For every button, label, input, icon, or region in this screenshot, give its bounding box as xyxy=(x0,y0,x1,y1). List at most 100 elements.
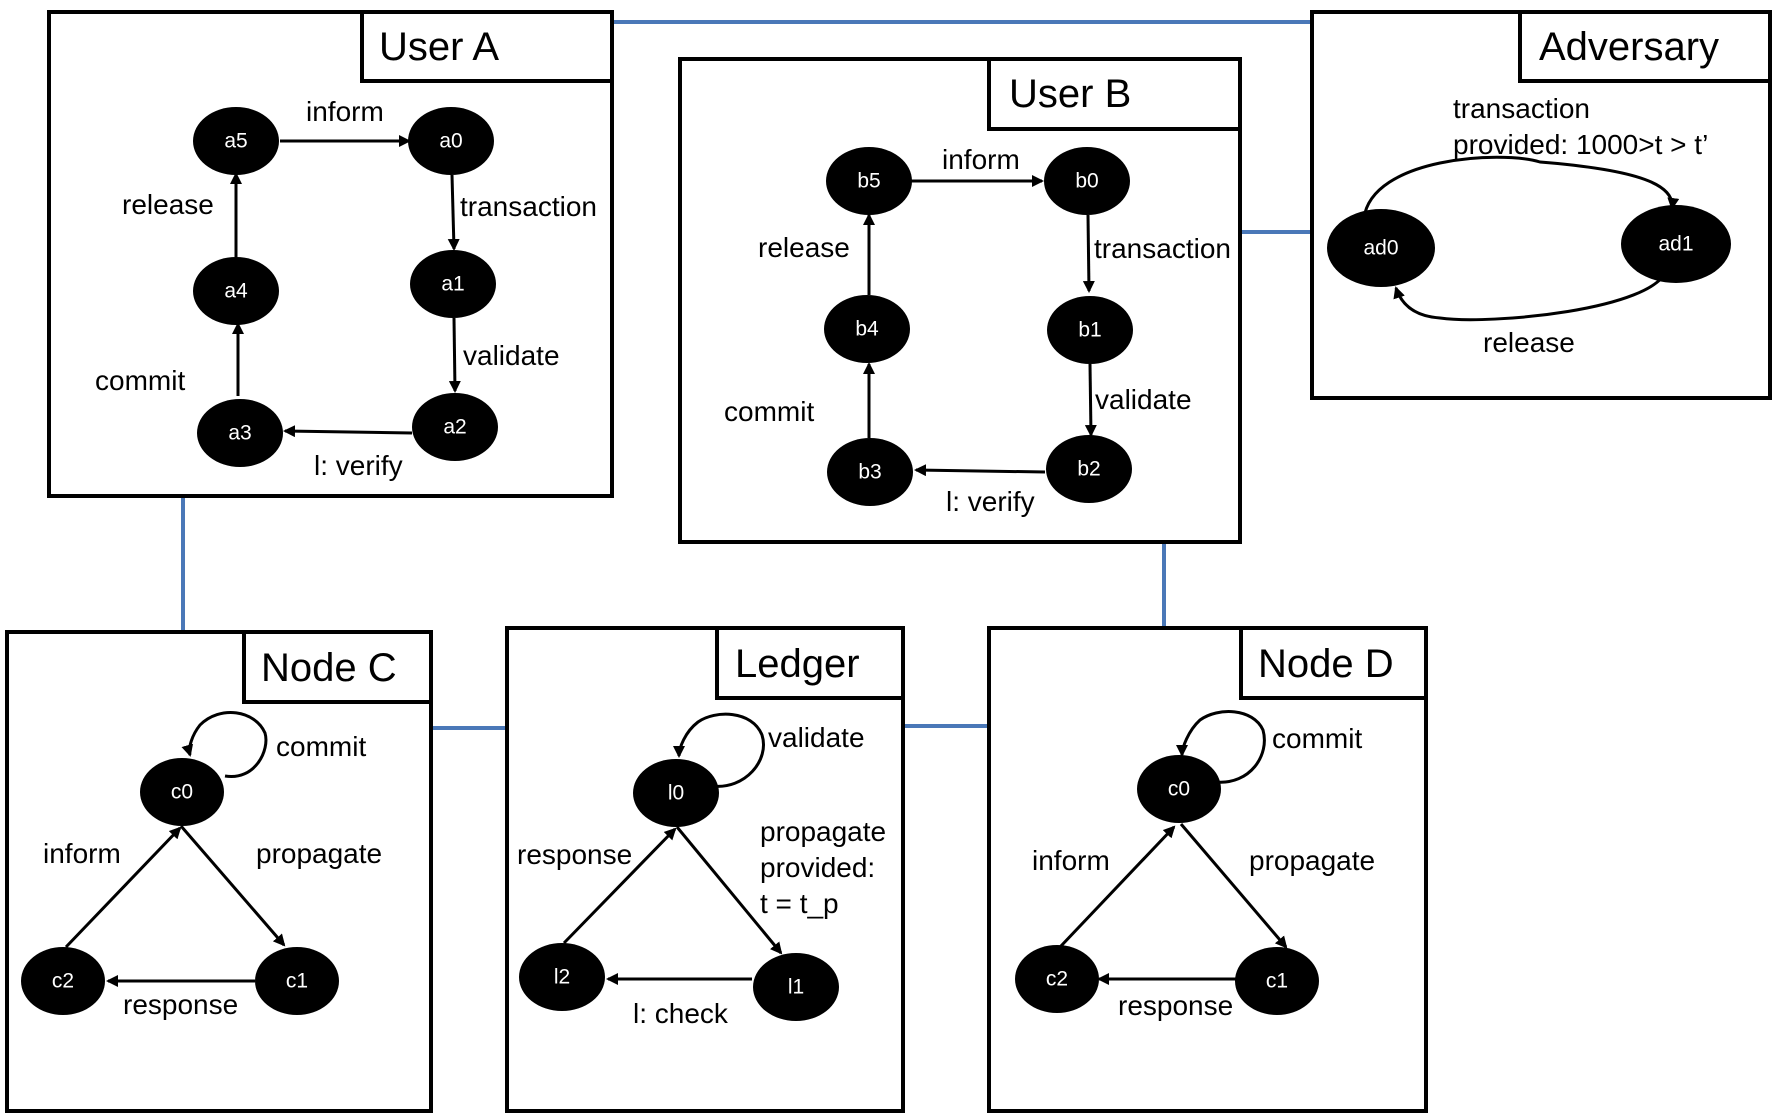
user-b-box: User B inform transaction validate l: ve… xyxy=(678,57,1242,544)
state-node: b0 xyxy=(1044,147,1130,215)
ledger-title: Ledger xyxy=(735,642,860,686)
state-node: a2 xyxy=(412,393,498,461)
state-node: b4 xyxy=(824,295,910,363)
state-node: a4 xyxy=(193,257,279,325)
state-node: b5 xyxy=(826,147,912,215)
edge-label-inform: inform xyxy=(43,838,121,869)
state-node: c0 xyxy=(1137,755,1221,823)
state-label: l2 xyxy=(554,966,570,989)
edge-a1-a2 xyxy=(448,317,461,393)
state-node: l1 xyxy=(753,953,839,1021)
edge-c0-c1 xyxy=(179,825,286,947)
user-a-title-tab xyxy=(360,10,614,83)
edge-label-inform: inform xyxy=(942,144,1020,175)
state-label: c0 xyxy=(1168,778,1190,801)
edge-b2-b3 xyxy=(914,464,1046,477)
state-label: c1 xyxy=(286,970,308,993)
edge-label-transaction: transaction xyxy=(460,191,597,222)
state-label: b2 xyxy=(1077,458,1100,481)
adversary-box: Adversary transaction provided: 1000>t >… xyxy=(1310,10,1772,400)
edge-label-response: response xyxy=(517,839,632,870)
state-node: a3 xyxy=(197,399,283,467)
connectors xyxy=(181,20,1312,730)
edge-label-verify: l: verify xyxy=(314,450,403,481)
edge-l0-l1 xyxy=(675,826,783,955)
state-label: a4 xyxy=(224,280,248,303)
state-node: b1 xyxy=(1047,296,1133,364)
edge-ad0-ad1 xyxy=(1362,155,1680,219)
ledger-frame xyxy=(505,626,905,1113)
edge-label-propagate: propagate xyxy=(760,816,886,847)
edge-label-propagate: propagate xyxy=(1249,845,1375,876)
state-node: a1 xyxy=(410,250,496,318)
edge-label-inform: inform xyxy=(1032,845,1110,876)
state-label: b0 xyxy=(1075,170,1098,193)
ledger-title-tab xyxy=(715,626,905,700)
state-node: l0 xyxy=(633,759,719,827)
edge-l2-l0 xyxy=(562,827,677,945)
user-b-frame xyxy=(678,57,1242,544)
edge-b0-b1 xyxy=(1082,214,1095,293)
edge-label-inform: inform xyxy=(306,96,384,127)
state-node: c1 xyxy=(1235,947,1319,1015)
user-a-box: User A inform transaction validate l: ve… xyxy=(47,10,614,498)
edge-label-provided: provided: xyxy=(760,852,875,883)
node-c-title: Node C xyxy=(261,646,397,690)
user-a-frame xyxy=(47,10,614,498)
edge-label-response: response xyxy=(1118,990,1233,1021)
edge-label-response: response xyxy=(123,989,238,1020)
state-node: l2 xyxy=(519,943,605,1011)
state-label: b5 xyxy=(857,170,880,193)
edge-label-release: release xyxy=(122,189,214,220)
edge-a0-a1 xyxy=(447,174,460,251)
state-label: a1 xyxy=(441,273,464,296)
edge-label-release: release xyxy=(758,232,850,263)
state-label: a2 xyxy=(443,416,466,439)
edge-label-commit: commit xyxy=(1272,723,1362,754)
state-label: b3 xyxy=(858,461,881,484)
edge-label-release: release xyxy=(1483,327,1575,358)
edge-label-condition: provided: 1000>t > t’ xyxy=(1453,129,1708,160)
edge-label-transaction: transaction xyxy=(1453,93,1590,124)
state-label: ad1 xyxy=(1658,233,1693,256)
node-c-box: Node C commit inform propagate response … xyxy=(5,630,433,1113)
edge-a2-a3 xyxy=(283,425,413,438)
edge-c0-self xyxy=(1176,710,1266,784)
state-node: a0 xyxy=(408,107,494,175)
edge-c0-c1 xyxy=(1179,823,1288,949)
state-node: c1 xyxy=(255,947,339,1015)
state-label: a5 xyxy=(224,130,247,153)
edge-label-commit: commit xyxy=(276,731,366,762)
state-label: c0 xyxy=(171,781,193,804)
edge-label-validate: validate xyxy=(768,722,865,753)
state-node: c2 xyxy=(21,947,105,1015)
user-b-title: User B xyxy=(1009,72,1131,116)
edge-c0-self xyxy=(181,711,268,778)
edge-ad1-ad0 xyxy=(1393,268,1669,322)
edge-label-commit: commit xyxy=(724,396,814,427)
state-label: c1 xyxy=(1266,970,1288,993)
edge-label-verify: l: verify xyxy=(946,486,1035,517)
ledger-box: Ledger validate response propagate provi… xyxy=(505,626,905,1113)
state-label: a3 xyxy=(228,422,251,445)
node-d-box: Node D commit inform propagate response … xyxy=(987,626,1428,1113)
adversary-title: Adversary xyxy=(1539,25,1719,69)
edge-label-check: l: check xyxy=(633,998,729,1029)
node-d-title-tab xyxy=(1239,626,1428,700)
state-node: a5 xyxy=(193,107,279,175)
state-label: c2 xyxy=(1046,968,1068,991)
node-d-frame xyxy=(987,626,1428,1113)
state-label: b1 xyxy=(1078,319,1101,342)
state-node: b2 xyxy=(1046,435,1132,503)
edge-label-propagate: propagate xyxy=(256,838,382,869)
state-node: c2 xyxy=(1015,945,1099,1013)
adversary-title-tab xyxy=(1518,10,1772,83)
state-label: b4 xyxy=(855,318,879,341)
node-c-title-tab xyxy=(242,630,433,704)
edge-label-validate: validate xyxy=(1095,384,1192,415)
state-node: ad0 xyxy=(1327,209,1435,287)
state-label: c2 xyxy=(52,970,74,993)
edge-label-commit: commit xyxy=(95,365,185,396)
edge-label-condition: t = t_p xyxy=(760,888,839,919)
